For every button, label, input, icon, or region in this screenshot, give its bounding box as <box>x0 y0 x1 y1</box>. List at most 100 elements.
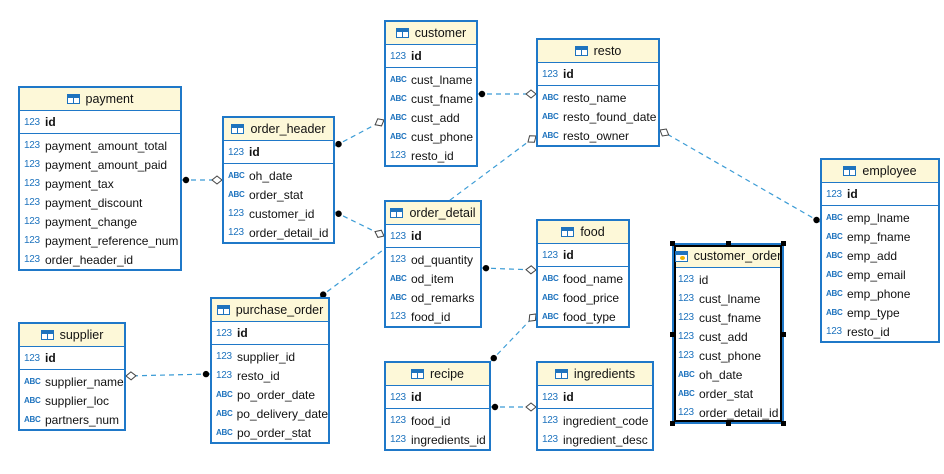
table-header[interactable]: payment <box>20 88 180 111</box>
table-header[interactable]: order_detail <box>386 202 480 225</box>
resize-handle[interactable] <box>670 421 675 426</box>
column-name: id <box>847 187 858 201</box>
table-header[interactable]: food <box>538 221 628 244</box>
table-header[interactable]: employee <box>822 160 938 183</box>
resize-handle[interactable] <box>726 241 731 246</box>
relation-line-recipe-food[interactable] <box>490 313 537 362</box>
resize-handle[interactable] <box>726 421 731 426</box>
resize-handle[interactable] <box>781 331 786 337</box>
resize-handle[interactable] <box>670 331 675 337</box>
resize-handle[interactable] <box>670 241 675 246</box>
resize-handle[interactable] <box>781 241 786 246</box>
table-header[interactable]: recipe <box>386 363 489 386</box>
table-header[interactable]: ingredients <box>538 363 652 386</box>
table-header[interactable]: customer <box>386 22 476 45</box>
relation-line-employee-resto[interactable] <box>659 129 821 223</box>
relation-line-purchase-order-supplier[interactable] <box>125 373 211 377</box>
table-header[interactable]: resto <box>538 40 658 63</box>
table-header[interactable]: supplier <box>20 324 124 347</box>
table-header[interactable]: purchase_order <box>212 299 328 322</box>
table-header[interactable]: customer_order <box>674 245 782 268</box>
resize-handle[interactable] <box>781 421 786 426</box>
table-header[interactable]: order_header <box>224 118 333 141</box>
